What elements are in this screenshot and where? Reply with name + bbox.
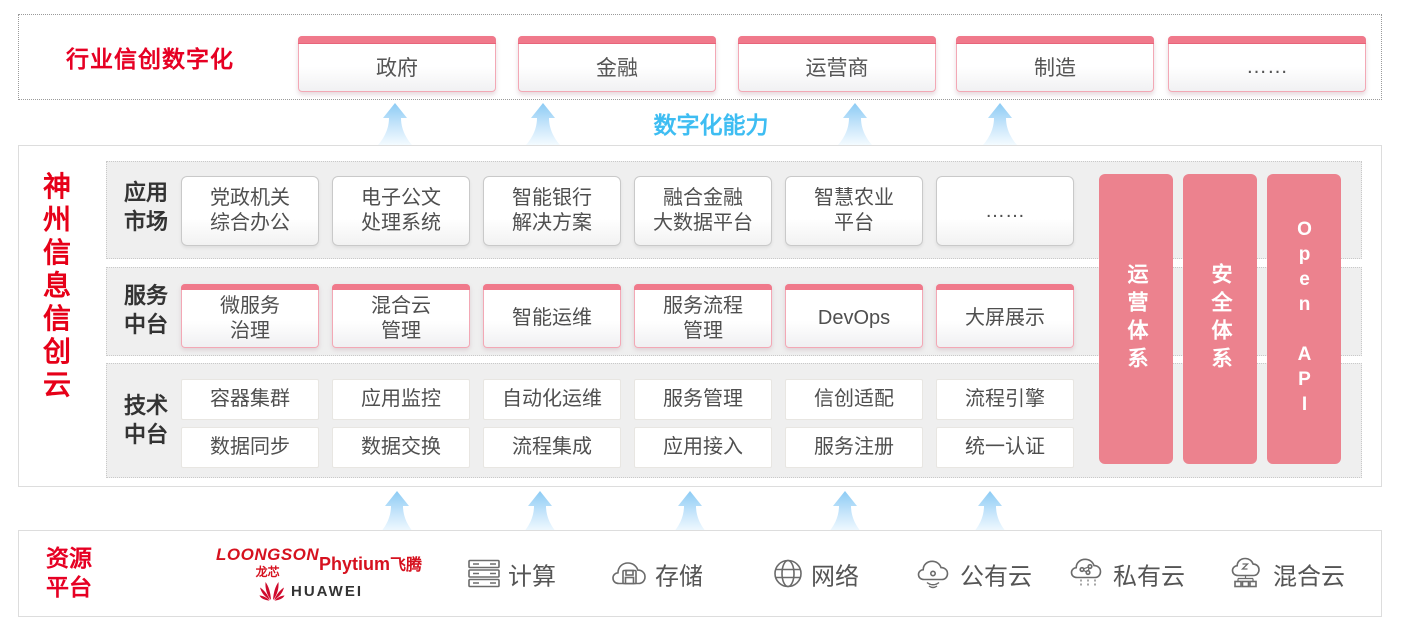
tech-box: 统一认证 [936, 427, 1074, 468]
up-arrow-icon [673, 491, 707, 533]
service-box: 服务流程 管理 [634, 284, 772, 348]
industry-banner: 行业信创数字化 政府 金融 运营商 制造 …… [18, 14, 1382, 100]
tech-box: 自动化运维 [483, 379, 621, 420]
service-box: 大屏展示 [936, 284, 1074, 348]
loongson-logo: LOONGSON 龙芯 [216, 545, 319, 580]
row-label-service: 服务 中台 [123, 283, 168, 337]
tech-box: 服务注册 [785, 427, 923, 468]
app-box: 党政机关 综合办公 [181, 176, 319, 246]
app-box: 融合金融 大数据平台 [634, 176, 772, 246]
tech-box: 应用接入 [634, 427, 772, 468]
resource-item-label: 公有云 [960, 563, 1032, 590]
resource-platform-box: 资源 平台 LOONGSON 龙芯 Phytium飞腾 HUAWEI [18, 530, 1382, 617]
up-arrow-icon [828, 491, 862, 533]
resource-item-label: 存储 [655, 563, 703, 590]
platform-title: 神州信息信创云 [42, 171, 71, 400]
up-arrow-icon [526, 103, 560, 145]
resource-item-private-cloud: 私有云 [1069, 556, 1185, 591]
pillar-open-api: Open API [1267, 174, 1341, 464]
huawei-flower-icon [259, 582, 285, 601]
row-label-tech: 技术 中台 [123, 393, 168, 447]
industry-box-manufacturing: 制造 [956, 36, 1154, 92]
tech-box: 信创适配 [785, 379, 923, 420]
resource-item-hybrid-cloud: 混合云 [1229, 556, 1345, 591]
loongson-logo-text: LOONGSON [216, 545, 320, 564]
private-cloud-icon [1070, 558, 1102, 586]
industry-box-finance: 金融 [518, 36, 716, 92]
pillar-operations: 运营体系 [1099, 174, 1173, 464]
tech-box: 应用监控 [332, 379, 470, 420]
resource-platform-label: 资源 平台 [46, 544, 92, 601]
service-box: 微服务 治理 [181, 284, 319, 348]
resource-item-label: 计算 [508, 563, 556, 590]
app-box: 智能银行 解决方案 [483, 176, 621, 246]
service-box: 智能运维 [483, 284, 621, 348]
loongson-logo-cn: 龙芯 [255, 565, 280, 579]
pillar-security: 安全体系 [1183, 174, 1257, 464]
resource-item-label: 私有云 [1113, 563, 1185, 590]
up-arrow-icon [523, 491, 557, 533]
app-box-more: …… [936, 176, 1074, 246]
platform-box: 神州信息信创云 应用 市场 服务 中台 技术 中台 党政机关 综合办公 电子公文… [18, 145, 1382, 487]
industry-box-more: …… [1168, 36, 1366, 92]
up-arrow-icon [838, 103, 872, 145]
tech-box: 数据交换 [332, 427, 470, 468]
app-box: 智慧农业 平台 [785, 176, 923, 246]
public-cloud-icon [917, 560, 949, 589]
storage-icon [612, 562, 646, 585]
resource-item-label: 网络 [811, 563, 859, 590]
compute-icon [468, 559, 500, 588]
tech-box: 流程集成 [483, 427, 621, 468]
phytium-logo-cn: 飞腾 [390, 557, 423, 574]
phytium-logo-text: Phytium [319, 554, 391, 574]
up-arrow-icon [973, 491, 1007, 533]
tech-box: 流程引擎 [936, 379, 1074, 420]
up-arrow-icon [378, 103, 412, 145]
industry-box-government: 政府 [298, 36, 496, 92]
resource-item-public-cloud: 公有云 [916, 556, 1032, 591]
up-arrow-icon [380, 491, 414, 533]
tech-box: 容器集群 [181, 379, 319, 420]
hybrid-cloud-icon [1231, 557, 1260, 588]
industry-box-operator: 运营商 [738, 36, 936, 92]
resource-item-label: 混合云 [1273, 563, 1345, 590]
tech-box: 服务管理 [634, 379, 772, 420]
resource-item-storage: 存储 [611, 556, 703, 591]
up-arrow-icon [983, 103, 1017, 145]
network-icon [774, 559, 802, 588]
capability-label: 数字化能力 [653, 112, 769, 138]
banner-title: 行业信创数字化 [66, 46, 234, 72]
service-box: 混合云 管理 [332, 284, 470, 348]
resource-item-network: 网络 [771, 556, 859, 591]
row-label-app-market: 应用 市场 [123, 180, 168, 234]
huawei-logo: HUAWEI [259, 581, 363, 601]
service-box: DevOps [785, 284, 923, 348]
app-box: 电子公文 处理系统 [332, 176, 470, 246]
huawei-logo-text: HUAWEI [291, 582, 363, 600]
phytium-logo: Phytium飞腾 [319, 551, 422, 575]
resource-item-compute: 计算 [466, 556, 556, 591]
tech-box: 数据同步 [181, 427, 319, 468]
